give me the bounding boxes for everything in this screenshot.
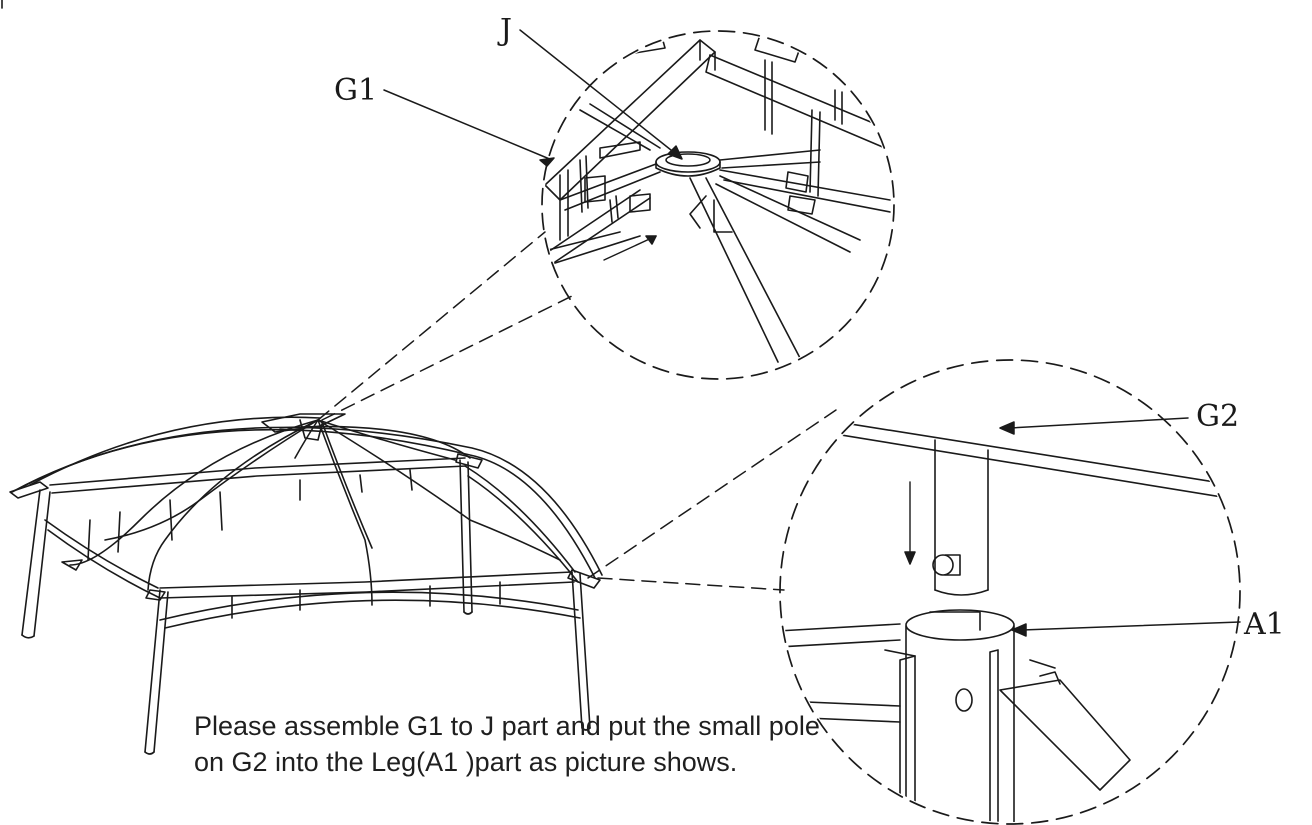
hub-detail-view (541, 30, 895, 380)
gazebo-frame (9, 413, 603, 755)
zoom-lines (317, 231, 837, 591)
label-g2: G2 (1196, 399, 1239, 434)
leader-lines (383, 29, 1241, 637)
label-j: J (497, 13, 512, 48)
label-g1: G1 (334, 73, 377, 108)
leg-detail-view (779, 359, 1241, 825)
label-a1: A1 (1243, 607, 1285, 642)
